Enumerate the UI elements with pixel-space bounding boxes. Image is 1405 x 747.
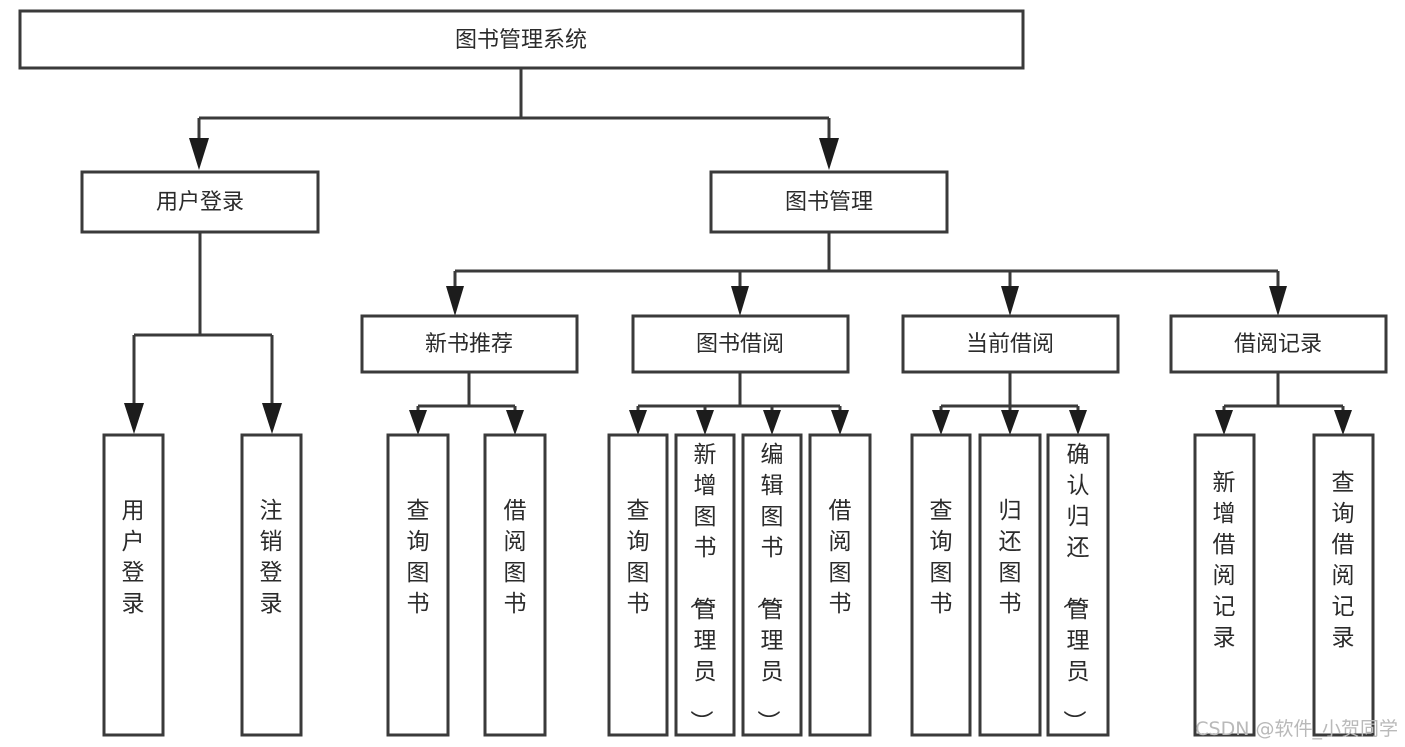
node-root[interactable]: 图书管理系统 (18, 9, 1025, 70)
connector-group-borrow-record (1215, 372, 1352, 435)
node-leaf-edit-book-box[interactable] (741, 433, 803, 737)
node-leaf-logout-label: 注销登录 (260, 498, 283, 617)
node-book-manage[interactable]: 图书管理 (709, 170, 949, 234)
node-leaf-edit-book[interactable]: 编辑图书（管理员） (741, 433, 803, 737)
connector-group-book-manage (446, 232, 1287, 316)
connector-group-book-borrow (629, 372, 849, 435)
node-leaf-borrow-book-1[interactable]: 借阅图书 (483, 433, 547, 737)
arrow-head-icon (1334, 410, 1352, 435)
node-leaf-user-login[interactable]: 用户登录 (102, 433, 165, 737)
arrow-head-icon (1069, 410, 1087, 435)
node-leaf-query-book-1-label: 查询图书 (407, 498, 430, 617)
arrow-head-icon (1215, 410, 1233, 435)
node-leaf-borrow-book-2-box[interactable] (808, 433, 872, 737)
node-leaf-query-record-box[interactable] (1312, 433, 1375, 737)
node-leaf-query-book-2-box[interactable] (607, 433, 669, 737)
node-leaf-return-book-box[interactable] (978, 433, 1042, 737)
node-leaf-edit-book-label: 编辑图书（管理员） (755, 442, 784, 733)
node-leaf-borrow-book-2-label: 借阅图书 (829, 498, 852, 617)
node-leaf-borrow-book-1-box[interactable] (483, 433, 547, 737)
node-leaf-user-login-label: 用户登录 (122, 498, 145, 617)
arrow-head-icon (819, 138, 839, 170)
node-leaf-borrow-book-2[interactable]: 借阅图书 (808, 433, 872, 737)
arrow-head-icon (831, 410, 849, 435)
arrow-head-icon (1269, 286, 1287, 316)
node-book-borrow[interactable]: 图书借阅 (631, 314, 850, 374)
node-leaf-add-record-label: 新增借阅记录 (1213, 470, 1236, 651)
node-root-box[interactable] (18, 9, 1025, 70)
node-leaf-add-record-box[interactable] (1193, 433, 1256, 737)
arrow-head-icon (1001, 410, 1019, 435)
connector-group-new-book-recommend (409, 372, 524, 435)
node-leaf-query-book-1[interactable]: 查询图书 (386, 433, 450, 737)
node-leaf-confirm-return-label: 确认归还（管理员） (1061, 442, 1090, 733)
node-book-borrow-box[interactable] (631, 314, 850, 374)
node-new-book-recommend-box[interactable] (360, 314, 579, 374)
node-user-login-label: 用户登录 (156, 190, 244, 215)
node-leaf-query-book-3[interactable]: 查询图书 (910, 433, 972, 737)
node-book-borrow-label: 图书借阅 (696, 332, 784, 357)
arrow-head-icon (763, 410, 781, 435)
node-current-borrow[interactable]: 当前借阅 (901, 314, 1120, 374)
arrow-head-icon (446, 286, 464, 316)
node-leaf-return-book-label: 归还图书 (999, 498, 1022, 617)
node-leaf-query-book-3-box[interactable] (910, 433, 972, 737)
node-book-manage-label: 图书管理 (785, 190, 873, 215)
connector-group-root (189, 68, 839, 170)
node-new-book-recommend[interactable]: 新书推荐 (360, 314, 579, 374)
node-leaf-confirm-return-box[interactable] (1046, 433, 1110, 737)
node-current-borrow-box[interactable] (901, 314, 1120, 374)
node-leaf-logout-box[interactable] (240, 433, 303, 737)
arrow-head-icon (189, 138, 209, 170)
node-borrow-record-label: 借阅记录 (1234, 332, 1322, 357)
node-borrow-record-box[interactable] (1169, 314, 1388, 374)
arrow-head-icon (506, 410, 524, 435)
node-user-login-box[interactable] (80, 170, 320, 234)
node-leaf-query-book-3-label: 查询图书 (930, 498, 953, 617)
node-leaf-borrow-book-1-label: 借阅图书 (504, 498, 527, 617)
arrow-head-icon (731, 286, 749, 316)
node-leaf-query-book-2[interactable]: 查询图书 (607, 433, 669, 737)
connector-group-current-borrow (932, 372, 1087, 435)
node-book-manage-box[interactable] (709, 170, 949, 234)
node-leaf-add-record[interactable]: 新增借阅记录 (1193, 433, 1256, 737)
node-leaf-query-book-2-label: 查询图书 (627, 498, 650, 617)
node-leaf-logout[interactable]: 注销登录 (240, 433, 303, 737)
node-current-borrow-label: 当前借阅 (966, 332, 1054, 357)
arrow-head-icon (1001, 286, 1019, 316)
node-new-book-recommend-label: 新书推荐 (425, 332, 513, 357)
watermark-label: CSDN @软件_小贺同学 (1195, 718, 1398, 740)
node-leaf-query-record[interactable]: 查询借阅记录 (1312, 433, 1375, 737)
node-leaf-query-book-1-box[interactable] (386, 433, 450, 737)
node-leaf-add-book-box[interactable] (674, 433, 736, 737)
arrow-head-icon (262, 403, 282, 434)
arrow-head-icon (124, 403, 144, 434)
node-borrow-record[interactable]: 借阅记录 (1169, 314, 1388, 374)
node-leaf-add-book-label: 新增图书（管理员） (688, 442, 717, 733)
arrow-head-icon (696, 410, 714, 435)
connector-group-user-login (124, 232, 282, 434)
arrow-head-icon (932, 410, 950, 435)
node-leaf-add-book[interactable]: 新增图书（管理员） (674, 433, 736, 737)
node-leaf-return-book[interactable]: 归还图书 (978, 433, 1042, 737)
arrow-head-icon (409, 410, 427, 435)
node-leaf-confirm-return[interactable]: 确认归还（管理员） (1046, 433, 1110, 737)
node-root-label: 图书管理系统 (455, 28, 587, 53)
node-leaf-user-login-box[interactable] (102, 433, 165, 737)
node-leaf-query-record-label: 查询借阅记录 (1332, 470, 1355, 651)
arrow-head-icon (629, 410, 647, 435)
node-user-login[interactable]: 用户登录 (80, 170, 320, 234)
